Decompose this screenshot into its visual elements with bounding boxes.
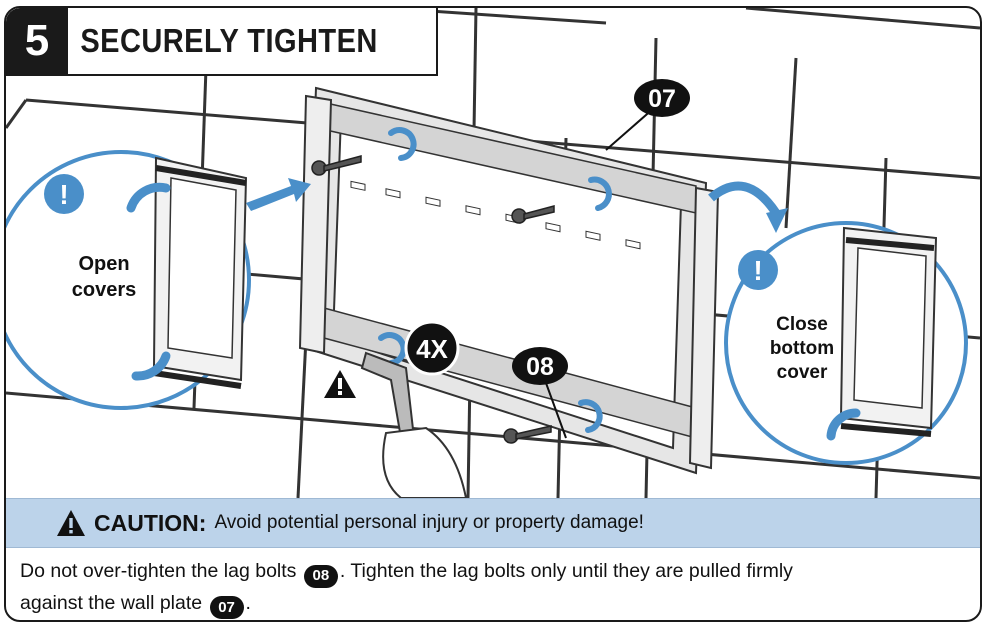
instruction-part1: Do not over-tighten the lag bolts [20,560,296,582]
caution-text: Avoid potential personal injury or prope… [214,512,644,534]
open-covers-line1: Open [78,253,129,275]
warning-triangle-icon [324,370,356,398]
svg-text:!: ! [753,255,762,286]
mounting-illustration: ! Open covers ! Close bottom cover [6,8,980,498]
part-badge-07: 07 [210,596,244,619]
right-detail-circle: ! Close bottom cover [726,223,966,463]
wall-plate [300,88,718,473]
svg-text:4X: 4X [416,334,448,364]
close-cover-line3: cover [777,362,828,383]
step-header: 5 SECURELY TIGHTEN [4,6,438,76]
caution-label: CAUTION: [94,510,206,537]
open-covers-line2: covers [72,279,137,301]
step-title: SECURELY TIGHTEN [68,8,392,74]
instruction-part4: . [246,592,251,614]
step-number: 5 [6,8,68,74]
svg-text:07: 07 [648,85,676,113]
instruction-panel: ! Open covers ! Close bottom cover [4,6,982,622]
instruction-part3: against the wall plate [20,592,202,614]
svg-text:!: ! [59,179,68,210]
part-callout-07: 07 [606,79,690,150]
part-badge-08: 08 [304,565,338,588]
svg-text:08: 08 [526,353,554,381]
close-cover-line2: bottom [770,338,834,359]
caution-bar: CAUTION: Avoid potential personal injury… [6,498,980,548]
quantity-badge: 4X [406,322,458,374]
left-detail-circle: ! Open covers [6,152,249,408]
instruction-part2: . Tighten the lag bolts only until they … [340,560,793,582]
close-cover-line1: Close [776,314,828,335]
caution-triangle-icon [56,509,86,537]
instruction-text: Do not over-tighten the lag bolts 08. Ti… [20,556,950,619]
